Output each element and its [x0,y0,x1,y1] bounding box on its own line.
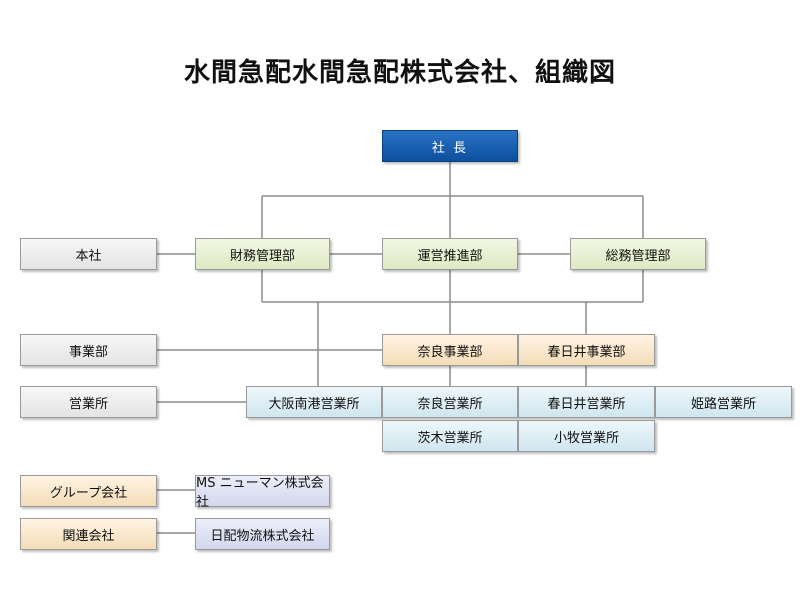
group-company-label-box: グループ会社 [20,475,157,507]
ibaraki-office-box: 茨木営業所 [382,420,518,452]
komaki-office-box: 小牧営業所 [518,420,655,452]
ibaraki-office-label: 茨木営業所 [417,430,483,446]
osaka-minamiko-office-box: 大阪南港営業所 [246,386,382,418]
president-label: 社 長 [431,140,469,156]
affiliate-label: 関連会社 [62,528,115,544]
eigyousho-label: 営業所 [68,396,108,412]
kasugai-division-label: 春日井事業部 [547,344,626,360]
nippai-logistics-label: 日配物流株式会社 [210,528,315,544]
ms-newman-label: MS ニューマン株式会社 [196,476,324,510]
general-affairs-dept-box: 総務管理部 [570,238,706,270]
kasugai-division-box: 春日井事業部 [518,334,655,366]
osaka-minamiko-office-label: 大阪南港営業所 [268,396,360,412]
honsha-box: 本社 [20,238,157,270]
kasugai-office-label: 春日井営業所 [547,396,626,412]
chart-title: 水間急配水間急配株式会社、組織図 [183,58,616,88]
operations-dept-label: 運営推進部 [417,248,483,264]
affiliate-label-box: 関連会社 [20,518,157,550]
ms-newman-box: MS ニューマン株式会社 [195,475,330,510]
finance-dept-box: 財務管理部 [195,238,330,270]
komaki-office-label: 小牧営業所 [553,430,619,446]
kasugai-office-box: 春日井営業所 [518,386,655,418]
nippai-logistics-box: 日配物流株式会社 [195,518,330,550]
honsha-label: 本社 [75,248,102,264]
himeji-office-box: 姫路営業所 [655,386,792,418]
operations-dept-box: 運営推進部 [382,238,518,270]
eigyousho-label-box: 営業所 [20,386,157,418]
general-affairs-dept-label: 総務管理部 [605,248,671,264]
finance-dept-label: 財務管理部 [229,248,295,264]
president-box: 社 長 [382,130,518,162]
group-company-label: グループ会社 [49,485,128,501]
himeji-office-label: 姫路営業所 [690,396,756,412]
jigyoubu-label: 事業部 [68,344,108,360]
nara-office-box: 奈良営業所 [382,386,518,418]
nara-office-label: 奈良営業所 [417,396,483,412]
nara-division-label: 奈良事業部 [417,344,483,360]
nara-division-box: 奈良事業部 [382,334,518,366]
jigyoubu-label-box: 事業部 [20,334,157,366]
